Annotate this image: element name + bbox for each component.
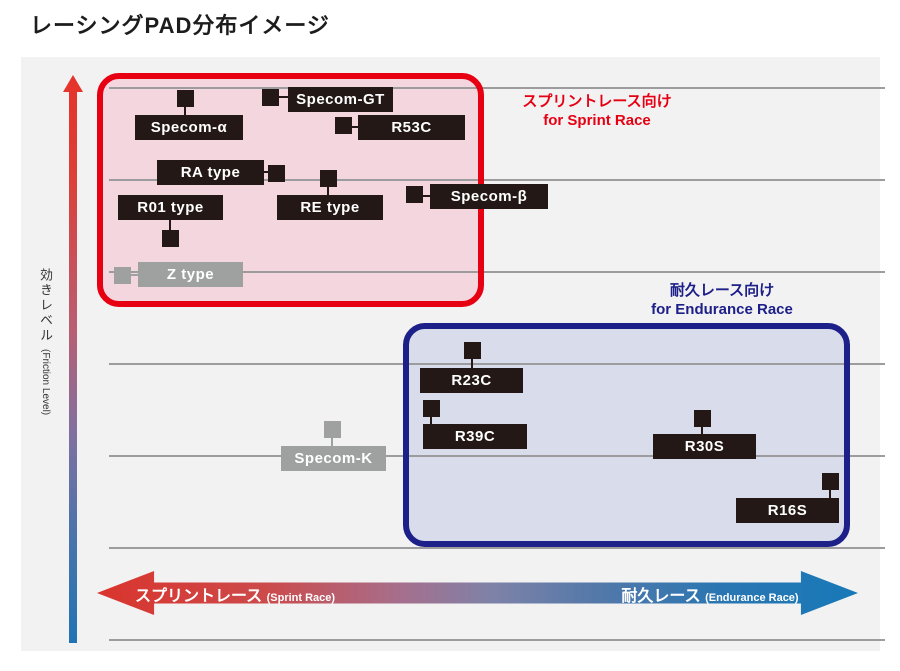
pad-marker-re-type: [320, 170, 337, 187]
pad-connector-specom: [184, 107, 186, 115]
endurance-region-border: [403, 323, 850, 547]
pad-marker-r53c: [335, 117, 352, 134]
pad-marker-ra-type: [268, 165, 285, 182]
x-axis-label-endurance-jp: 耐久レース: [621, 588, 701, 605]
pad-marker-specom-k: [324, 421, 341, 438]
pad-connector-r16s: [829, 490, 831, 498]
pad-connector-r39c: [430, 417, 432, 424]
x-axis-label-endurance: 耐久レース (Endurance Race): [580, 582, 840, 606]
pad-label-r16s: R16S: [736, 498, 839, 523]
endurance-region-label: 耐久レース向け for Endurance Race: [622, 281, 822, 319]
sprint-region-label-en: for Sprint Race: [543, 112, 651, 129]
gridline: [109, 179, 885, 181]
pad-label-specom: Specom-β: [430, 184, 548, 209]
pad-connector-specom: [423, 195, 430, 197]
pad-marker-r01-type: [162, 230, 179, 247]
pad-label-r39c: R39C: [423, 424, 527, 449]
pad-marker-r16s: [822, 473, 839, 490]
gridline: [109, 87, 885, 89]
pad-connector-re-type: [327, 187, 329, 195]
pad-marker-r23c: [464, 342, 481, 359]
pad-connector-specom-gt: [279, 96, 288, 98]
pad-marker-specom: [406, 186, 423, 203]
pad-label-r30s: R30S: [653, 434, 756, 459]
pad-marker-r39c: [423, 400, 440, 417]
pad-connector-ra-type: [264, 171, 268, 173]
pad-marker-specom: [177, 90, 194, 107]
pad-connector-r01-type: [169, 219, 171, 230]
gridline: [109, 455, 885, 457]
pad-connector-z-type: [131, 274, 138, 276]
pad-label-re-type: RE type: [277, 195, 383, 220]
pad-marker-r30s: [694, 410, 711, 427]
pad-connector-specom-k: [331, 438, 333, 446]
gridline: [109, 271, 885, 273]
pad-connector-r23c: [471, 359, 473, 368]
chart-panel: [21, 57, 885, 651]
x-axis-label-sprint-jp: スプリントレース: [134, 588, 263, 605]
pad-connector-r53c: [352, 126, 358, 128]
pad-marker-specom-gt: [262, 89, 279, 106]
x-axis-label-endurance-en: (Endurance Race): [705, 592, 799, 604]
y-axis-label-jp: 効きレベル: [38, 268, 53, 343]
page-title: レーシングPAD分布イメージ: [30, 13, 330, 38]
pad-label-specom-gt: Specom-GT: [288, 87, 393, 112]
pad-label-specom-k: Specom-K: [281, 446, 386, 471]
pad-label-specom: Specom-α: [135, 115, 243, 140]
pad-label-ra-type: RA type: [157, 160, 264, 185]
pad-label-r01-type: R01 type: [118, 195, 223, 220]
pad-label-z-type: Z type: [138, 262, 243, 287]
x-axis-label-sprint-en: (Sprint Race): [266, 592, 336, 604]
pad-label-r53c: R53C: [358, 115, 465, 140]
gridline: [109, 639, 885, 641]
sprint-region-label-jp: スプリントレース向け: [522, 93, 672, 110]
gridline: [109, 547, 885, 549]
x-axis-label-sprint: スプリントレース (Sprint Race): [115, 582, 355, 606]
y-axis-label-en: (Friction Level): [40, 349, 51, 416]
endurance-region-label-en: for Endurance Race: [651, 301, 793, 318]
gridline: [109, 363, 885, 365]
y-axis-label: 効きレベル (Friction Level): [36, 268, 55, 443]
pad-connector-r30s: [701, 427, 703, 434]
pad-marker-z-type: [114, 267, 131, 284]
sprint-region-label: スプリントレース向け for Sprint Race: [497, 92, 697, 130]
pad-label-r23c: R23C: [420, 368, 523, 393]
endurance-region-label-jp: 耐久レース向け: [669, 282, 775, 299]
